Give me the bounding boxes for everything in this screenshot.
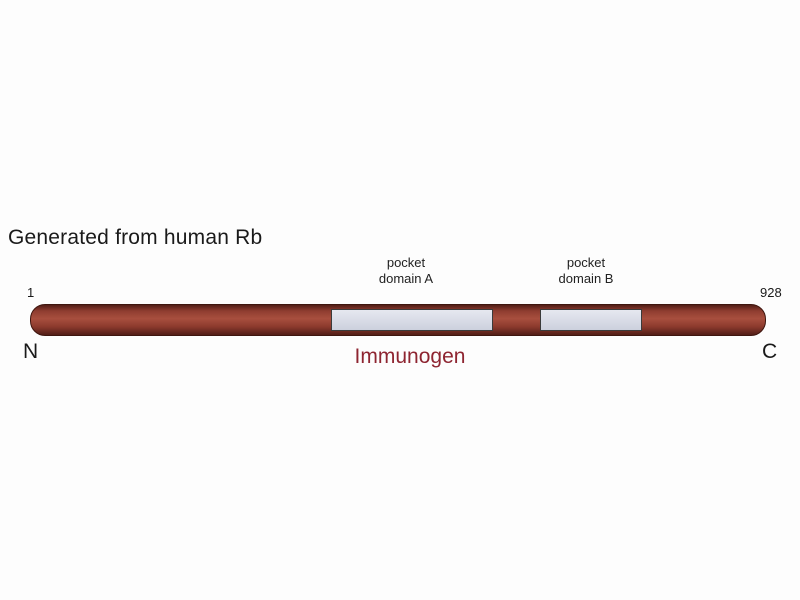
pocket-domain-a-label: pocket domain A: [326, 255, 486, 287]
end-residue-label: 928: [760, 285, 782, 300]
pocket-domain-b-box: [540, 309, 642, 331]
n-terminus-label: N: [23, 340, 39, 363]
pocket-domain-a-label-line2: domain A: [378, 271, 434, 286]
start-residue-label: 1: [27, 285, 35, 300]
pocket-domain-b-label: pocket domain B: [506, 255, 666, 287]
pocket-domain-a-label-line1: pocket: [386, 255, 426, 270]
protein-backbone-bar: [30, 304, 766, 336]
diagram-title: Generated from human Rb: [8, 226, 263, 249]
pocket-domain-a-box: [331, 309, 493, 331]
immunogen-label: Immunogen: [354, 345, 466, 368]
pocket-domain-b-label-line2: domain B: [558, 271, 614, 286]
pocket-domain-b-label-line1: pocket: [566, 255, 606, 270]
c-terminus-label: C: [762, 340, 778, 363]
